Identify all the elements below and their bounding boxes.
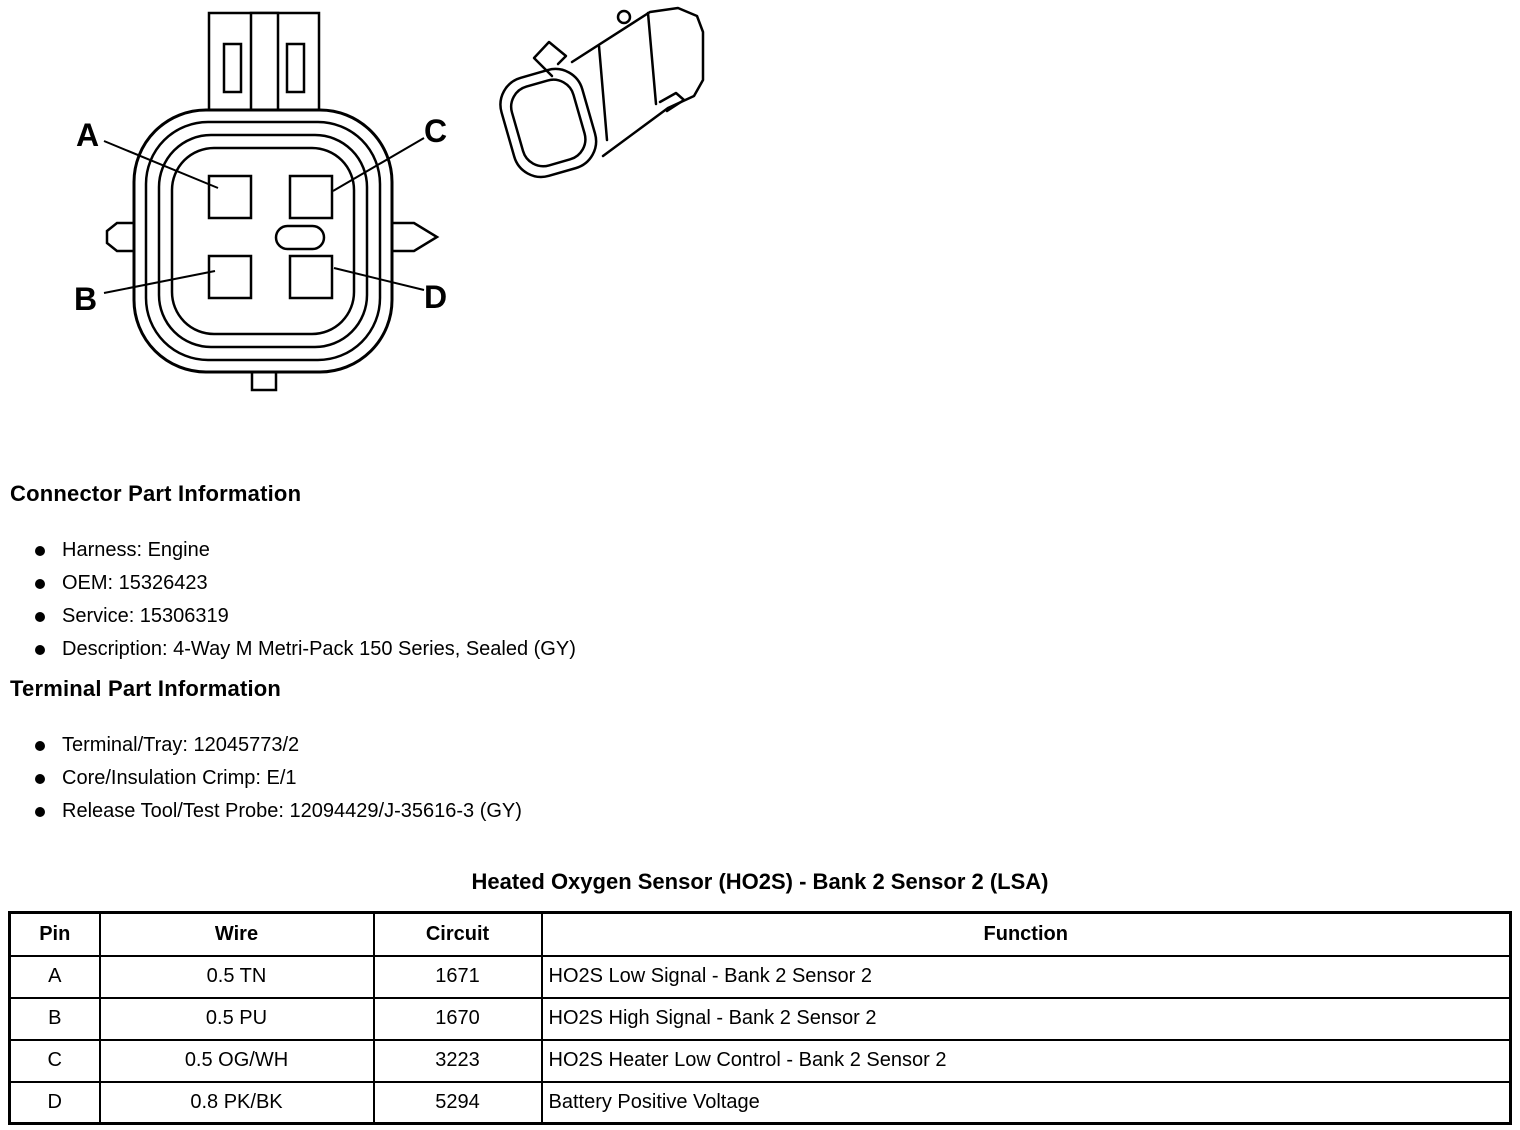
cell-circuit: 3223 bbox=[372, 1038, 543, 1083]
cell-pin: C bbox=[8, 1038, 101, 1083]
connector-latch-tower bbox=[207, 11, 321, 115]
terminal-info-list: Terminal/Tray: 12045773/2 Core/Insulatio… bbox=[35, 729, 522, 828]
pin-label-c: C bbox=[424, 113, 447, 149]
side-view-lock-tab bbox=[658, 91, 686, 113]
connector-info-list: Harness: Engine OEM: 15326423 Service: 1… bbox=[35, 534, 576, 666]
terminal-info-heading: Terminal Part Information bbox=[10, 676, 282, 701]
header-circuit: Circuit bbox=[372, 911, 543, 957]
leader-line-a bbox=[103, 140, 219, 189]
list-item: Core/Insulation Crimp: E/1 bbox=[35, 762, 522, 795]
connector-front-view bbox=[105, 11, 440, 392]
connector-diagram: A C B D bbox=[74, 6, 705, 392]
pin-label-b: B bbox=[74, 281, 97, 317]
bullet-icon bbox=[35, 773, 45, 784]
side-view-latch-spring bbox=[532, 40, 568, 78]
leader-line-c bbox=[332, 137, 425, 192]
cell-function: HO2S Low Signal - Bank 2 Sensor 2 bbox=[540, 954, 1512, 999]
table-row: B 0.5 PU 1670 HO2S High Signal - Bank 2 … bbox=[8, 996, 1512, 1041]
cell-circuit: 5294 bbox=[372, 1080, 543, 1125]
pinout-table: Pin Wire Circuit Function A 0.5 TN 1671 … bbox=[8, 911, 1512, 1125]
cell-pin: A bbox=[8, 954, 101, 999]
pin-a-cavity bbox=[207, 174, 253, 220]
cell-circuit: 1671 bbox=[372, 954, 543, 999]
leader-line-b bbox=[103, 270, 216, 294]
list-item: OEM: 15326423 bbox=[35, 567, 576, 600]
cell-wire: 0.8 PK/BK bbox=[98, 1080, 375, 1125]
leader-lines bbox=[103, 137, 425, 294]
list-item: Description: 4-Way M Metri-Pack 150 Seri… bbox=[35, 633, 576, 666]
cell-wire: 0.5 OG/WH bbox=[98, 1038, 375, 1083]
pin-b-cavity bbox=[207, 254, 253, 300]
pin-label-a: A bbox=[76, 117, 99, 153]
list-item: Release Tool/Test Probe: 12094429/J-3561… bbox=[35, 795, 522, 828]
bullet-icon bbox=[35, 578, 45, 589]
cell-pin: B bbox=[8, 996, 101, 1041]
list-item: Harness: Engine bbox=[35, 534, 576, 567]
side-view-pin-hole bbox=[616, 9, 632, 25]
cell-pin: D bbox=[8, 1080, 101, 1125]
cell-circuit: 1670 bbox=[372, 996, 543, 1041]
table-row: A 0.5 TN 1671 HO2S Low Signal - Bank 2 S… bbox=[8, 954, 1512, 999]
list-item: Service: 15306319 bbox=[35, 600, 576, 633]
bullet-icon bbox=[35, 644, 45, 655]
header-pin: Pin bbox=[8, 911, 101, 957]
bullet-icon bbox=[35, 611, 45, 622]
cell-function: HO2S Heater Low Control - Bank 2 Sensor … bbox=[540, 1038, 1512, 1083]
side-view-front-face bbox=[499, 67, 598, 179]
pin-label-d: D bbox=[424, 279, 447, 315]
table-header-row: Pin Wire Circuit Function bbox=[8, 911, 1512, 957]
header-wire: Wire bbox=[98, 911, 375, 957]
table-row: D 0.8 PK/BK 5294 Battery Positive Voltag… bbox=[8, 1080, 1512, 1125]
connector-side-view bbox=[499, 6, 705, 179]
bullet-icon bbox=[35, 740, 45, 751]
connector-body-rings bbox=[132, 108, 394, 374]
cell-wire: 0.5 PU bbox=[98, 996, 375, 1041]
bullet-icon bbox=[35, 806, 45, 817]
keyway-slot bbox=[274, 224, 326, 251]
list-item: Terminal/Tray: 12045773/2 bbox=[35, 729, 522, 762]
pinout-table-title: Heated Oxygen Sensor (HO2S) - Bank 2 Sen… bbox=[471, 869, 1049, 894]
pin-d-cavity bbox=[288, 254, 334, 300]
header-function: Function bbox=[540, 911, 1512, 957]
cell-function: Battery Positive Voltage bbox=[540, 1080, 1512, 1125]
bullet-icon bbox=[35, 545, 45, 556]
cell-function: HO2S High Signal - Bank 2 Sensor 2 bbox=[540, 996, 1512, 1041]
cell-wire: 0.5 TN bbox=[98, 954, 375, 999]
connector-info-heading: Connector Part Information bbox=[10, 481, 302, 506]
connector-right-tab bbox=[384, 221, 440, 253]
leader-line-d bbox=[333, 267, 425, 291]
table-row: C 0.5 OG/WH 3223 HO2S Heater Low Control… bbox=[8, 1038, 1512, 1083]
pin-c-cavity bbox=[288, 174, 334, 220]
